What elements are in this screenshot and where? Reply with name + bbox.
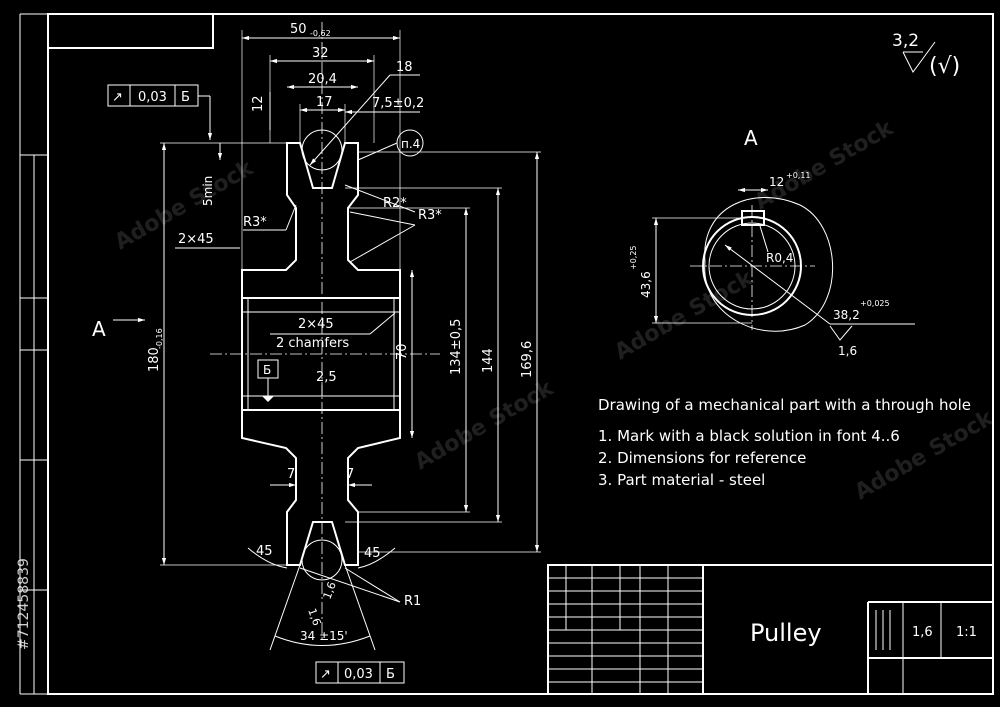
dim-144: 144 <box>481 348 496 373</box>
tolerance-frame-top[interactable]: ↗ 0,03 Б <box>107 84 213 140</box>
bore-diameter: 38,2 <box>833 308 860 322</box>
watermark-id: #712458839 <box>16 558 32 650</box>
dim-rough-a: 1,6 <box>305 607 323 628</box>
notes: Drawing of a mechanical part with a thro… <box>598 396 971 489</box>
watermark-text: Adobe Stock <box>411 375 559 475</box>
dim-bore-chamfer: 2×45 <box>298 317 334 332</box>
note-item: 2. Dimensions for reference <box>598 449 806 467</box>
dim-wall: 2,5 <box>316 370 337 385</box>
title-block: Pulley 1,6 1:1 <box>547 564 994 695</box>
notes-heading: Drawing of a mechanical part with a thro… <box>598 396 971 414</box>
section-view-a: A 12 +0,11 R0,4 43,6 +0,25 38,2 +0,025 1… <box>629 126 915 358</box>
dim-r3-left: R3* <box>243 215 267 230</box>
key-radius: R0,4 <box>766 251 793 265</box>
dim-total-height-tol: -0,16 <box>155 328 164 349</box>
dim-min-depth: 5min <box>201 176 215 206</box>
view-arrow: A <box>92 317 145 341</box>
dim-total-height: 180 <box>147 347 162 372</box>
tolerance-datum: Б <box>181 90 190 105</box>
key-width: 12 <box>769 175 784 189</box>
tolerance-datum: Б <box>386 667 395 682</box>
key-height: 43,6 <box>639 271 653 298</box>
bore-tol: +0,025 <box>860 299 890 308</box>
datum-label: Б <box>263 363 271 377</box>
dim-groove-width: 20,4 <box>308 72 337 87</box>
dim-offset: 7,5±0,2 <box>372 96 424 111</box>
dim-hub-width: 17 <box>316 95 333 110</box>
part-name: Pulley <box>750 619 822 647</box>
dim-web-left: 7 <box>287 467 295 482</box>
key-height-tol: +0,25 <box>629 245 638 270</box>
dim-groove-depth: 18 <box>396 60 413 75</box>
tolerance-frame-bottom[interactable]: ↗ 0,03 Б <box>315 661 405 684</box>
dim-overall-width: 50 <box>290 22 307 37</box>
note-item: 3. Part material - steel <box>598 471 765 489</box>
dim-rim-width: 32 <box>312 46 329 61</box>
dim-bore: 70 <box>395 343 410 360</box>
key-width-tol: +0,11 <box>786 171 811 180</box>
watermark-text: Adobe Stock <box>851 405 999 505</box>
bore-roughness: 1,6 <box>838 344 857 358</box>
view-label-a: A <box>92 317 106 341</box>
watermark-text: Adobe Stock <box>751 115 899 215</box>
runout-icon: ↗ <box>112 90 123 105</box>
dim-chamfer: 2×45 <box>178 232 214 247</box>
watermark: Adobe Stock Adobe Stock Adobe Stock Adob… <box>16 115 999 650</box>
scale-value: 1:1 <box>956 625 977 640</box>
dim-web-right: 7 <box>346 467 354 482</box>
dim-angle-bottom: 34 ±15' <box>300 629 348 643</box>
tolerance-value: 0,03 <box>344 667 373 682</box>
dim-134: 134±0,5 <box>449 319 464 375</box>
roughness-check: (√) <box>929 54 960 79</box>
dim-r2: R2* <box>383 196 407 211</box>
dim-rough-b: 1,6 <box>321 580 339 601</box>
roughness-value: 3,2 <box>892 31 919 51</box>
pulley-section <box>210 22 440 640</box>
tolerance-value: 0,03 <box>138 90 167 105</box>
dim-r3-right: R3* <box>418 208 442 223</box>
dim-overall-width-tol: -0,62 <box>310 29 331 38</box>
mass-value: 1,6 <box>912 625 933 640</box>
roughness-symbol: 3,2 (√) <box>892 31 960 79</box>
watermark-text: Adobe Stock <box>611 265 759 365</box>
section-label: A <box>744 126 758 150</box>
sheet-frame <box>19 13 994 695</box>
dim-top-height: 12 <box>251 95 266 112</box>
runout-icon: ↗ <box>320 667 331 682</box>
note-item: 1. Mark with a black solution in font 4.… <box>598 427 900 445</box>
dim-angle-left: 45 <box>256 544 273 559</box>
dim-angle-right: 45 <box>364 546 381 561</box>
dim-bore-chamfer-note: 2 chamfers <box>276 336 349 351</box>
dim-r1: R1 <box>404 594 421 609</box>
dimensions: 50 -0,62 32 20,4 17 18 7,5±0,2 12 5min 2… <box>147 22 541 651</box>
dim-169: 169,6 <box>520 341 535 378</box>
note-ref: п.4 <box>401 137 420 151</box>
